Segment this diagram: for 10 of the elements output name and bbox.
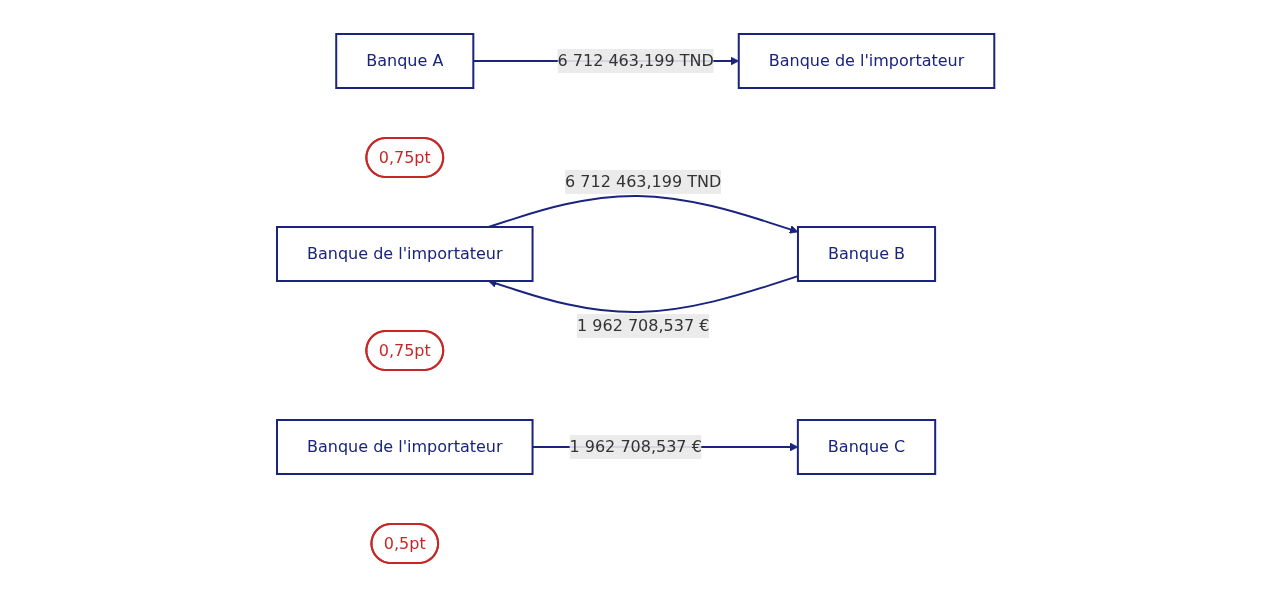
node-box: Banque C <box>797 418 937 475</box>
node-box: Banque de l'importateur <box>276 418 534 475</box>
edge-label: 6 712 463,199 TND <box>565 171 722 191</box>
edge-label: 6 712 463,199 TND <box>557 50 715 70</box>
node-box: Banque de l'importateur <box>276 225 534 282</box>
edge-label: 1 962 708,537 € <box>569 436 703 456</box>
edge-label: 1 962 708,537 € <box>577 315 710 335</box>
node-box: Banque de l'importateur <box>738 32 996 89</box>
node-box: Banque B <box>797 225 937 282</box>
node-box: Banque A <box>335 32 475 89</box>
